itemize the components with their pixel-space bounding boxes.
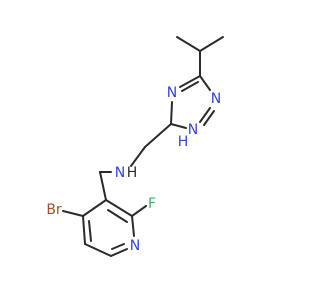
bond-n2-n1-b xyxy=(203,110,215,126)
atom-br: Br xyxy=(46,202,62,218)
bond-c3-n4-inner xyxy=(181,81,199,92)
atom-n-pyridine: N xyxy=(130,238,140,254)
bond-c3-n4-outer xyxy=(179,75,201,88)
bond-c4py-c5py-inner xyxy=(88,220,92,242)
bond-c4py-br xyxy=(62,210,84,217)
bond-c6py-npy xyxy=(110,248,128,257)
bond-c2py-c3py-inner xyxy=(107,209,128,223)
atom-n-amine: N xyxy=(115,165,125,181)
bond-n1-c5 xyxy=(170,123,187,129)
bond-c3-n2 xyxy=(199,75,211,91)
bond-ch3b-ch xyxy=(199,36,224,52)
bond-npy-c2py xyxy=(131,215,135,237)
bond-c5py-c6py xyxy=(84,243,112,257)
bond-ch3a-ch xyxy=(176,36,201,52)
bond-c2py-c3py xyxy=(105,199,133,217)
bond-c3py-c4py xyxy=(82,199,107,217)
bond-c5-ch2a xyxy=(144,123,172,148)
atom-n-triazole-1: N xyxy=(188,122,198,138)
atom-n-triazole-2: N xyxy=(211,91,221,107)
atom-f: F xyxy=(148,196,156,212)
bonds xyxy=(62,36,224,257)
atom-h-triazole-1: H xyxy=(178,134,189,150)
bond-c5-n4 xyxy=(170,101,173,125)
bond-c4py-c5py xyxy=(82,215,86,245)
molecule-structure: N N N H N H Br F N xyxy=(46,36,224,257)
bond-ch2b-c3py xyxy=(99,171,107,201)
bond-ch2a-nh xyxy=(130,146,146,167)
bond-c6py-npy-inner xyxy=(111,243,125,250)
bond-n2-n1-a xyxy=(199,107,211,123)
atom-h-amine: H xyxy=(127,165,138,181)
atom-n-triazole-4: N xyxy=(167,85,177,101)
atom-labels: N N N H N H Br F N xyxy=(46,85,221,254)
bond-c2py-f xyxy=(131,205,147,217)
